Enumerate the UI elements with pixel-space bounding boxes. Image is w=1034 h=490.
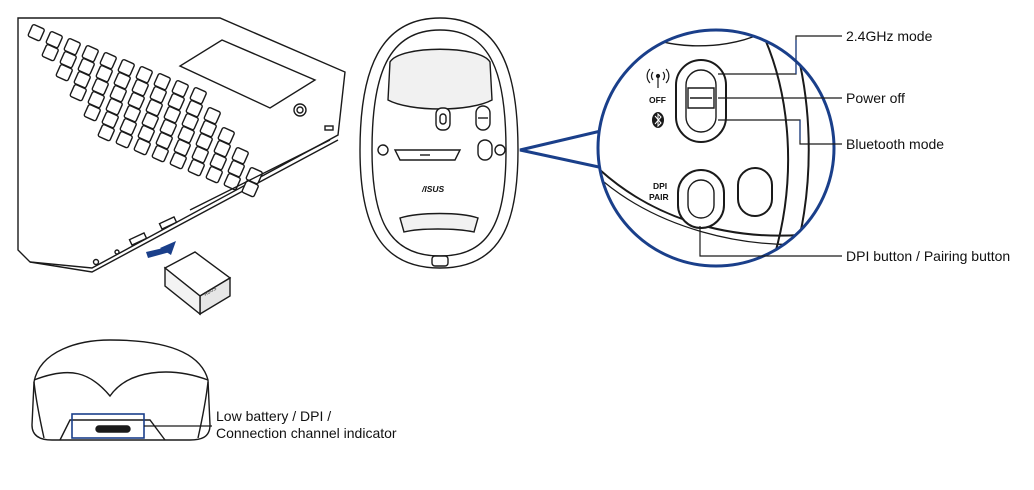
wireless-icon <box>646 68 670 88</box>
keyboard-keys <box>27 24 263 198</box>
keyboard-key <box>187 159 205 177</box>
switch-off-label: OFF <box>649 95 666 105</box>
keyboard-key <box>115 131 133 149</box>
keyboard-key <box>241 180 259 198</box>
keyboard-key <box>205 166 223 184</box>
laptop-illustration <box>17 17 346 273</box>
brand-logo: /ISUS <box>421 184 445 194</box>
keyboard-key <box>97 124 115 142</box>
keyboard-key <box>55 64 73 82</box>
keyboard-key <box>41 44 59 62</box>
callout-bluetooth-mode: Bluetooth mode <box>846 136 944 152</box>
pair-label: PAIR <box>649 192 669 202</box>
usb-arrow-icon <box>146 241 176 258</box>
callout-dpi-pairing: DPI button / Pairing button <box>846 248 1010 264</box>
keyboard-key <box>83 104 101 122</box>
keyboard-key <box>69 84 87 102</box>
bluetooth-icon <box>652 112 664 128</box>
keyboard-key <box>27 24 45 42</box>
callout-24ghz-mode: 2.4GHz mode <box>846 28 933 44</box>
callout-power-off: Power off <box>846 90 905 106</box>
callout-indicator-line1: Low battery / DPI / <box>216 408 331 424</box>
zoom-circle <box>596 28 836 268</box>
dpi-label: DPI <box>653 181 667 191</box>
keyboard-key <box>133 138 151 156</box>
mouse-front-view <box>31 339 211 441</box>
zoom-detail <box>598 30 834 266</box>
callout-indicator-line2: Connection channel indicator <box>216 425 397 441</box>
keyboard-key <box>151 145 169 163</box>
keyboard-key <box>223 173 241 191</box>
leader-dpi <box>699 226 842 257</box>
usb-dongle: ASUS <box>163 251 232 316</box>
keyboard-key <box>169 152 187 170</box>
leader-lines-accent <box>795 40 801 140</box>
mouse-bottom-view: /ISUS <box>359 17 519 269</box>
